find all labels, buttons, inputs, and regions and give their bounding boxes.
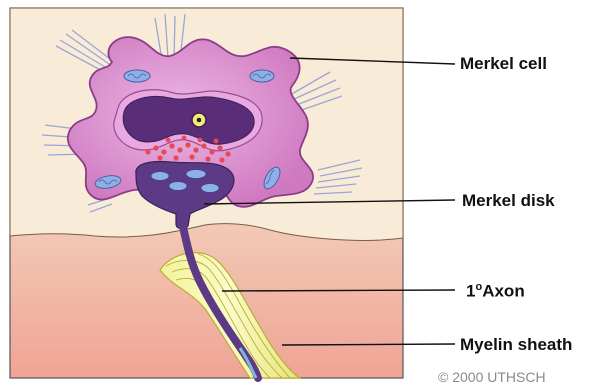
axon-label-text: Axon	[482, 282, 525, 301]
label-primary-axon: 1oAxon	[466, 281, 525, 302]
label-merkel-disk: Merkel disk	[462, 191, 555, 211]
label-myelin-sheath: Myelin sheath	[460, 335, 572, 355]
label-merkel-cell: Merkel cell	[460, 54, 547, 74]
copyright-notice: © 2000 UTHSCH	[438, 369, 546, 385]
